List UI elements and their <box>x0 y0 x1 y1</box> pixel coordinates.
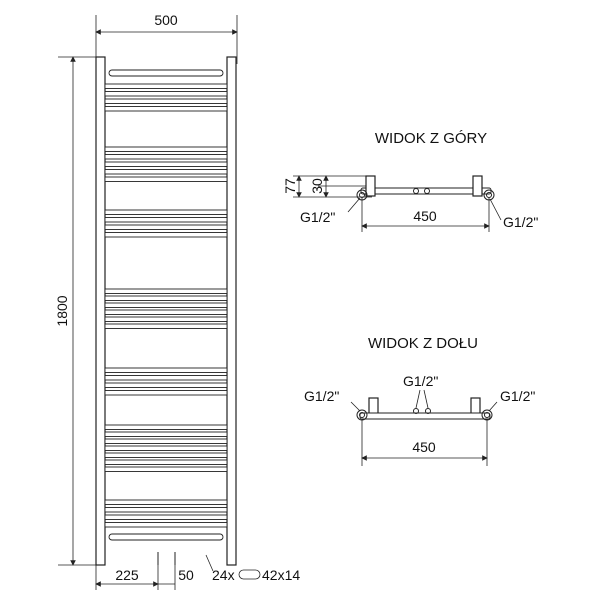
radiator-tube <box>104 146 228 152</box>
radiator-tube <box>104 316 228 322</box>
bottom-view-right-leader <box>488 401 498 412</box>
bottom-view-center-leader-right <box>423 389 429 409</box>
depth-label: 77 <box>282 178 298 194</box>
radiator-tube <box>104 367 228 373</box>
pipe-spacing-label: 50 <box>178 567 194 583</box>
radiator-tube <box>104 106 228 112</box>
radiator-tube <box>104 98 228 104</box>
top-cap-tube <box>108 69 224 77</box>
bottom-view-left-leader <box>350 401 361 412</box>
radiator-tube <box>104 499 228 505</box>
top-view-left-leader <box>347 197 361 213</box>
width-label: 500 <box>154 12 178 28</box>
bottom-view-center-leader-left <box>415 389 421 409</box>
radiator-tube <box>104 459 228 465</box>
radiator-tube <box>104 91 228 97</box>
radiator-tube <box>104 514 228 520</box>
radiator-tube <box>104 466 228 472</box>
bottom-view-right-connection-label: G1/2" <box>500 388 535 404</box>
bottom-cap-tube <box>108 533 224 541</box>
radiator-tube <box>104 154 228 160</box>
left-post <box>95 56 106 566</box>
radiator-tube <box>104 232 228 238</box>
top-view-valve-right <box>424 188 430 194</box>
radiator-tube <box>104 224 228 230</box>
radiator-tube <box>104 309 228 315</box>
top-view-left-bracket <box>365 175 376 197</box>
right-post <box>226 56 237 566</box>
bottom-view-left-connection-label: G1/2" <box>304 388 339 404</box>
tube-spec-leader <box>205 554 214 572</box>
radiator-tube <box>104 323 228 329</box>
bottom-view-right-connection-inner <box>484 412 490 418</box>
top-view-valve-left <box>413 188 419 194</box>
radiator-tube <box>104 375 228 381</box>
bottom-view-left-connection-inner <box>359 412 365 418</box>
radiator-tube <box>104 438 228 444</box>
top-view: WIDOK Z GÓRY 77 30 G1/2" G1/2" 450 <box>282 130 538 232</box>
top-view-rail <box>360 187 492 195</box>
radiator-tube <box>104 288 228 294</box>
radiator-tubes <box>104 83 228 528</box>
bottom-view-valve-left <box>413 408 419 414</box>
top-view-left-connection-inner <box>359 192 365 198</box>
bottom-view-center-connection-label: G1/2" <box>403 373 438 389</box>
bottom-view: WIDOK Z DOŁU G1/2" G1/2" G1/2" 450 <box>304 335 535 466</box>
radiator-tube <box>104 295 228 301</box>
tube-section-symbol <box>238 569 261 580</box>
tube-spec-label: 24x <box>212 567 235 583</box>
radiator-tube <box>104 445 228 451</box>
radiator-tube <box>104 169 228 175</box>
tube-size-label: 42x14 <box>262 567 300 583</box>
radiator-tube <box>104 424 228 430</box>
radiator-tube <box>104 209 228 215</box>
top-view-spacing-label: 450 <box>413 208 437 224</box>
radiator-tube <box>104 452 228 458</box>
top-view-right-bracket <box>472 175 483 197</box>
bottom-view-valve-right <box>425 408 431 414</box>
radiator-tube <box>104 390 228 396</box>
radiator-tube <box>104 382 228 388</box>
top-view-right-leader <box>489 198 502 221</box>
height-label: 1800 <box>54 295 70 326</box>
bottom-view-spacing-label: 450 <box>412 439 436 455</box>
top-view-right-connection-inner <box>486 192 492 198</box>
front-view: 500 1800 225 50 24x 42x14 <box>54 12 300 590</box>
bottom-view-title: WIDOK Z DOŁU <box>368 335 478 352</box>
radiator-tube <box>104 83 228 89</box>
radiator-tube <box>104 302 228 308</box>
inner-depth-label: 30 <box>309 178 325 194</box>
top-view-title: WIDOK Z GÓRY <box>375 130 487 147</box>
radiator-tube <box>104 217 228 223</box>
left-offset-label: 225 <box>115 567 139 583</box>
radiator-tube <box>104 507 228 513</box>
radiator-tube <box>104 176 228 182</box>
radiator-tube <box>104 431 228 437</box>
top-view-left-connection-label: G1/2" <box>300 209 335 225</box>
top-view-right-connection-label: G1/2" <box>503 214 538 230</box>
radiator-tube <box>104 522 228 528</box>
bottom-view-rail <box>359 412 491 420</box>
radiator-tube <box>104 161 228 167</box>
